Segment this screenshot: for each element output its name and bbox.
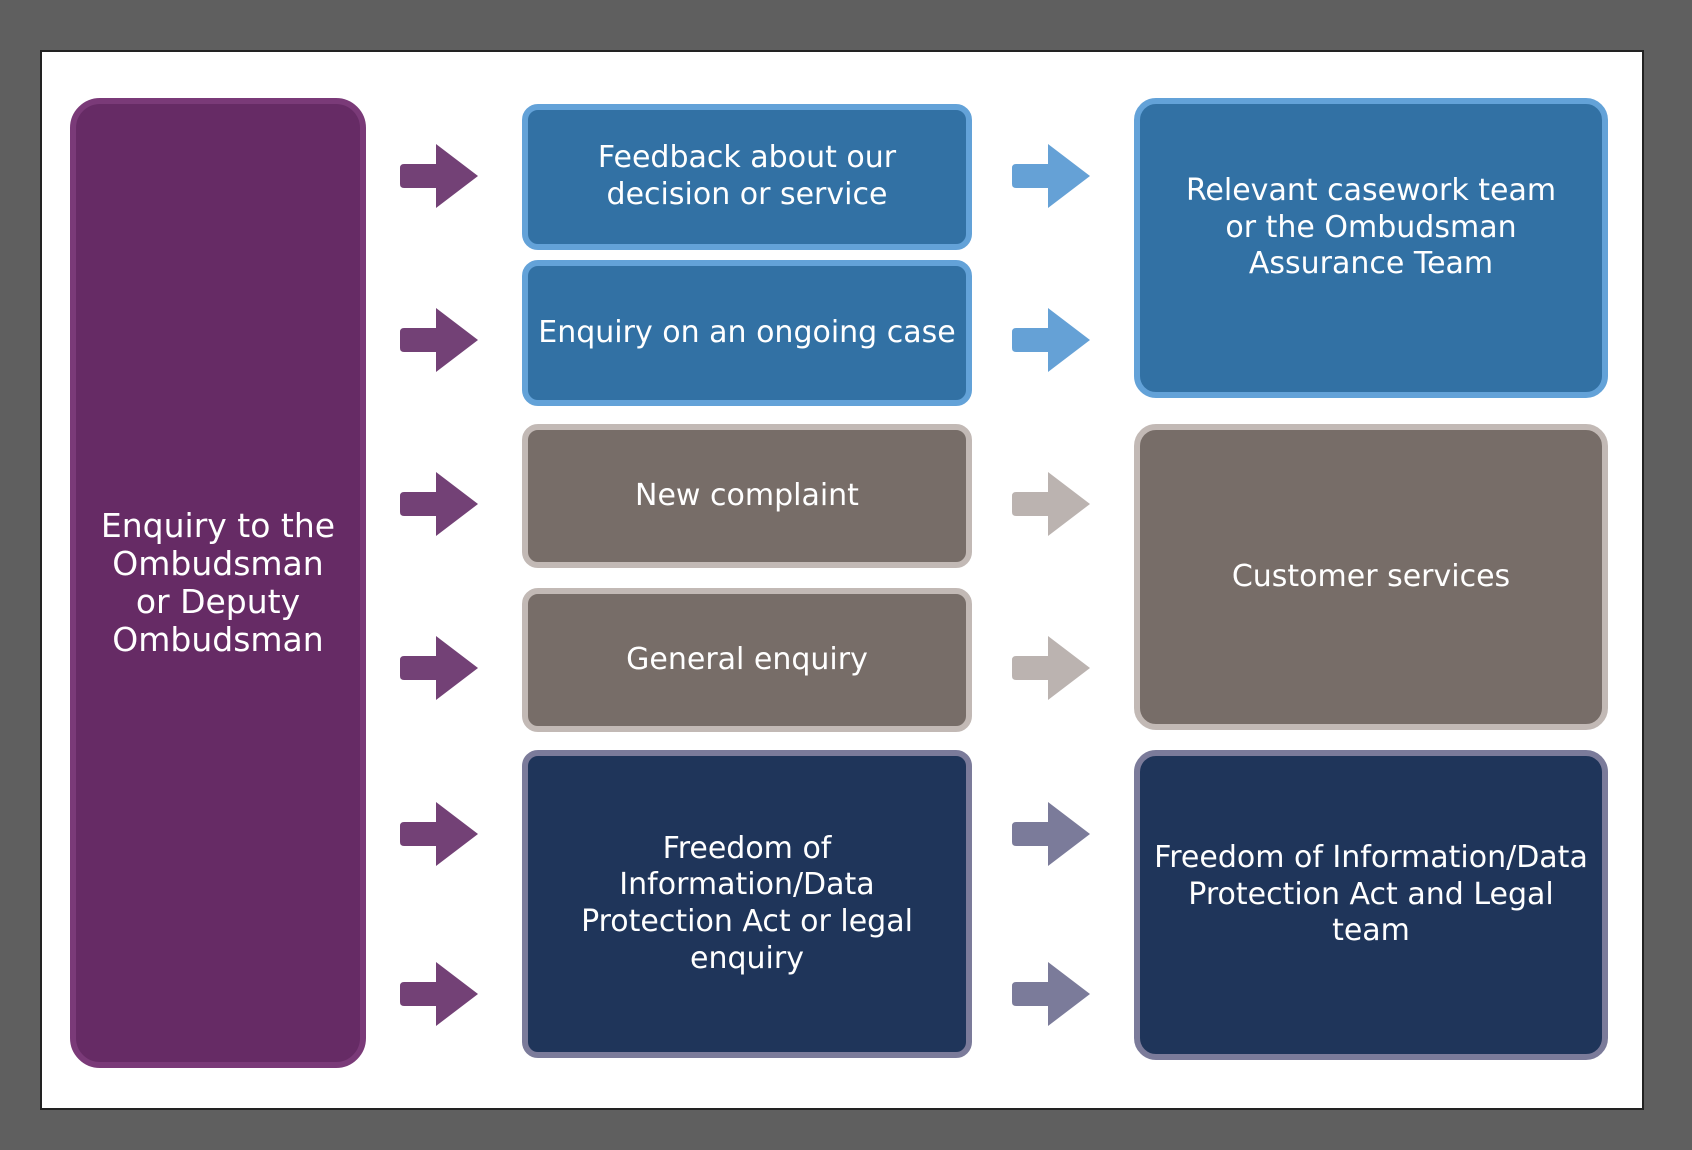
enquiry-type-label: Feedback about our decision or service (597, 140, 897, 212)
arrow-to-feedback (400, 142, 482, 210)
arrow-to-foi-lower (400, 960, 482, 1028)
arrow-foi-to-legal-team-upper (1012, 800, 1094, 868)
enquiry-type-general: General enquiry (522, 588, 972, 732)
enquiry-type-feedback: Feedback about our decision or service (522, 104, 972, 250)
enquiry-type-new-complaint: New complaint (522, 424, 972, 568)
enquiry-type-foi-legal: Freedom of Information/Data Protection A… (522, 750, 972, 1058)
diagram-canvas: Enquiry to the Ombudsman or Deputy Ombud… (40, 50, 1644, 1110)
arrow-foi-to-legal-team-lower (1012, 960, 1094, 1028)
destination-customer-services: Customer services (1134, 424, 1608, 730)
enquiry-type-label: Freedom of Information/Data Protection A… (581, 830, 913, 976)
destination-foi-legal-team: Freedom of Information/Data Protection A… (1134, 750, 1608, 1060)
enquiry-type-ongoing-case: Enquiry on an ongoing case (522, 260, 972, 406)
arrow-to-new-complaint (400, 470, 482, 538)
destination-casework-team: Relevant casework team or the Ombudsman … (1134, 98, 1608, 398)
source-box: Enquiry to the Ombudsman or Deputy Ombud… (70, 98, 366, 1068)
arrow-to-general-enquiry (400, 634, 482, 702)
arrow-feedback-to-casework (1012, 142, 1094, 210)
arrow-to-foi-upper (400, 800, 482, 868)
enquiry-type-label: Enquiry on an ongoing case (538, 314, 956, 350)
enquiry-type-label: New complaint (635, 477, 859, 513)
arrow-ongoing-to-casework (1012, 306, 1094, 374)
arrow-complaint-to-customer-services (1012, 470, 1094, 538)
source-label: Enquiry to the Ombudsman or Deputy Ombud… (100, 506, 336, 659)
arrow-general-to-customer-services (1012, 634, 1094, 702)
destination-label: Freedom of Information/Data Protection A… (1154, 840, 1588, 949)
destination-label: Relevant casework team or the Ombudsman … (1185, 173, 1557, 282)
destination-label: Customer services (1231, 558, 1511, 594)
enquiry-type-label: General enquiry (626, 641, 868, 677)
arrow-to-ongoing-case (400, 306, 482, 374)
